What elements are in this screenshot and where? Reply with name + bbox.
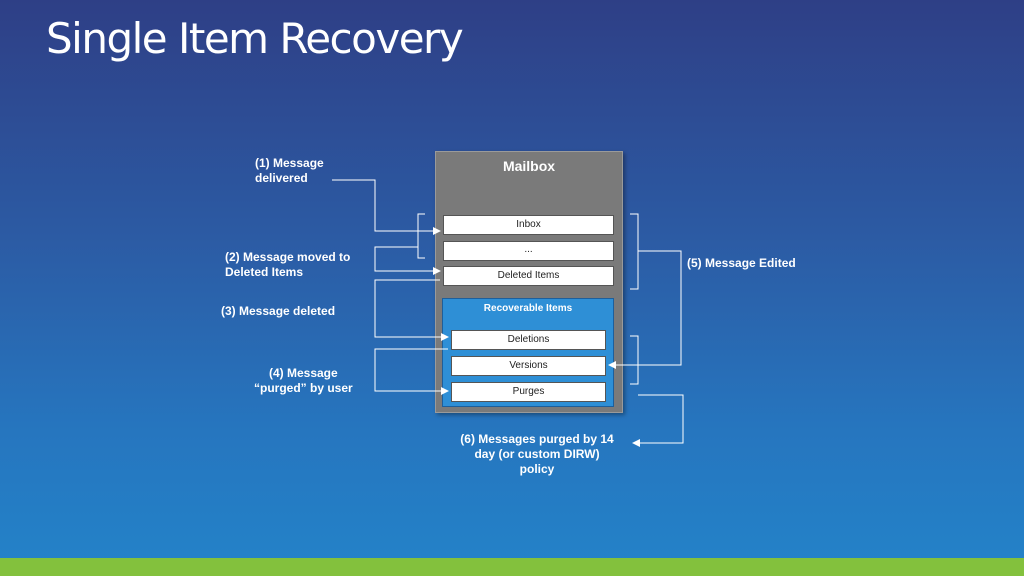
bracket-recoverable-folders: [630, 335, 639, 385]
step4-label: (4) Message “purged” by user: [254, 366, 353, 395]
slide-title: Single Item Recovery: [46, 14, 464, 63]
arrow-step6: [632, 394, 684, 447]
step5-label: (5) Message Edited: [687, 256, 796, 270]
arrow-step1: [332, 179, 441, 235]
accent-bar: [0, 558, 1024, 576]
mailbox-title: Mailbox: [502, 158, 556, 174]
folder-deleted-items: Deleted Items: [443, 266, 614, 286]
step1-label: (1) Message delivered: [255, 156, 324, 185]
folder-purges: Purges: [451, 382, 606, 402]
arrow-step5: [608, 250, 682, 369]
arrow-step3: [374, 279, 449, 341]
folder-deletions: Deletions: [451, 330, 606, 350]
folder-versions: Versions: [451, 356, 606, 376]
step2-label: (2) Message moved to Deleted Items: [225, 250, 351, 279]
step6-label: (6) Messages purged by 14 day (or custom…: [460, 432, 614, 476]
folder-ellipsis: ...: [443, 241, 614, 261]
folder-inbox: Inbox: [443, 215, 614, 235]
arrow-step4: [374, 348, 449, 395]
bracket-inbox-group: [417, 213, 425, 259]
arrow-step2: [374, 246, 441, 275]
recoverable-items-title: Recoverable Items: [483, 303, 573, 314]
bracket-mailbox-folders: [630, 213, 639, 290]
step3-label: (3) Message deleted: [221, 304, 336, 318]
